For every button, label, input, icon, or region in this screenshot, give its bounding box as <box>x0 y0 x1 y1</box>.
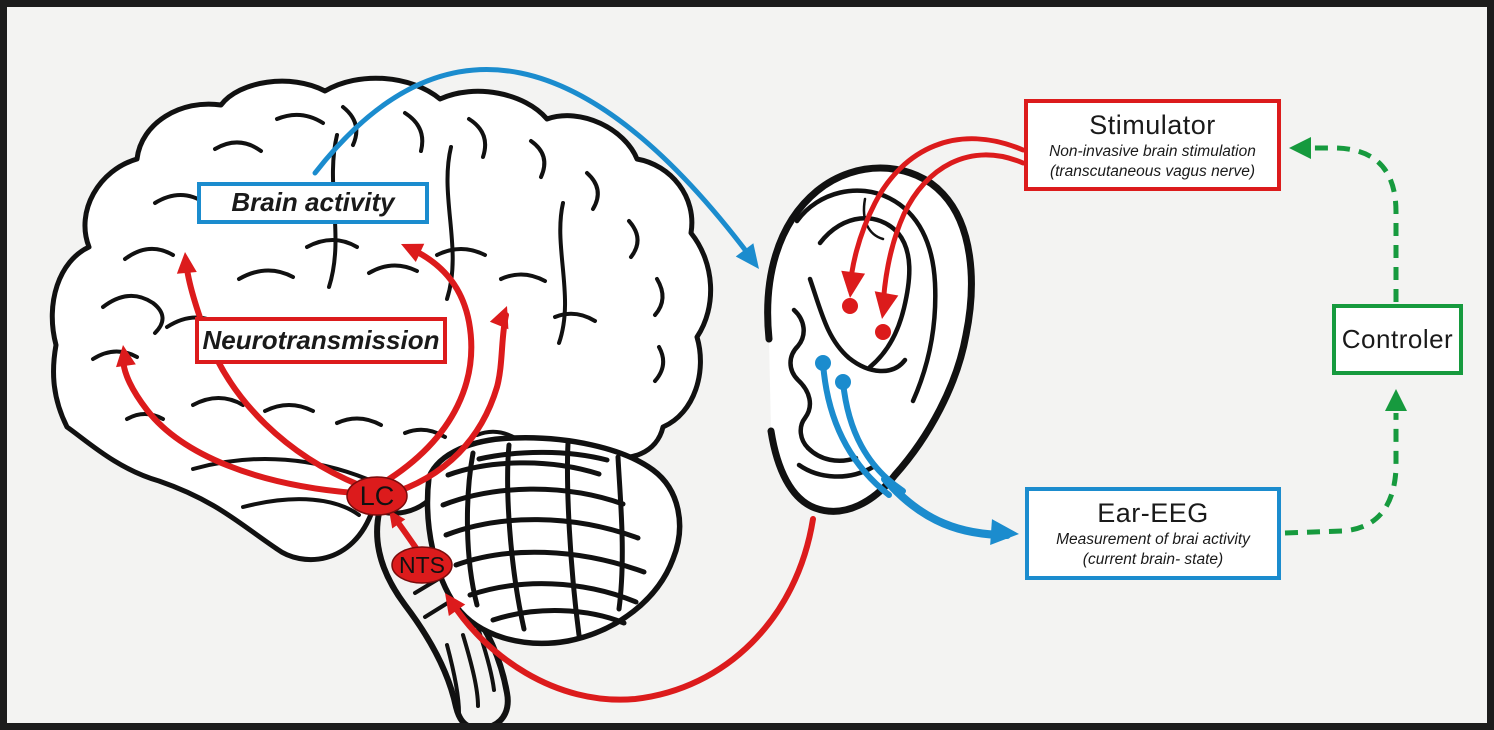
sulcus-line <box>263 403 315 413</box>
sulcus-line <box>125 412 165 421</box>
folia-line <box>445 460 602 478</box>
folia-line <box>505 442 527 632</box>
folia-line <box>467 581 639 605</box>
sulcus-line <box>627 219 640 259</box>
sulcus-line <box>499 272 547 283</box>
cerebellum <box>424 435 683 647</box>
sulcus-line <box>557 201 568 345</box>
controller-box: Controler <box>1332 304 1463 375</box>
eareeg-to-controller-arrow-path <box>1284 413 1399 536</box>
antihelix-line <box>817 216 912 370</box>
sulcus-line <box>529 139 547 179</box>
ear-outline <box>764 164 975 515</box>
controller-to-stimulator-arrow-path <box>1309 145 1399 302</box>
arrowhead <box>990 519 1019 546</box>
sulcus-line <box>341 105 359 147</box>
arrowhead <box>874 291 899 319</box>
controller-title: Controler <box>1341 323 1454 354</box>
stimulation-arrow-path <box>880 152 1026 312</box>
brainstem-striation <box>445 643 461 715</box>
lc-projection-arrow-path <box>380 245 475 486</box>
brain-activity-label: Brain activity <box>231 187 395 218</box>
sulcus-line <box>653 345 666 383</box>
control-loop-arrows <box>1284 137 1407 536</box>
arrowhead <box>401 243 425 262</box>
eeg-leads <box>820 360 1019 546</box>
brainstem-striation <box>475 623 496 692</box>
stimulator-title: Stimulator <box>1089 109 1216 140</box>
ear-to-eeg-arrow-path <box>881 475 1011 539</box>
stimulator-box: Stimulator Non-invasive brain stimulatio… <box>1024 99 1281 191</box>
cerebellum-folia <box>440 440 647 638</box>
sulcus-line <box>191 396 245 407</box>
stimulator-subtitle-line2: (transcutaneous vagus nerve) <box>1049 162 1256 180</box>
lc-nucleus <box>346 476 408 516</box>
helix-line <box>794 188 938 404</box>
stimulation-arrows <box>841 136 1026 319</box>
ear-to-nts-arrow-path <box>448 516 816 703</box>
sulcus-line <box>403 111 425 153</box>
sulcus-line <box>435 247 487 257</box>
lc-projection-arrow-path <box>120 350 358 496</box>
sulcus-line <box>241 497 361 517</box>
sulcus-line <box>305 238 359 249</box>
ear-eeg-box: Ear-EEG Measurement of brai activity (cu… <box>1025 487 1281 580</box>
ear-eeg-subtitle-line1: Measurement of brai activity <box>1056 531 1250 549</box>
tragus-line <box>788 307 813 451</box>
neurotransmission-box: Neurotransmission <box>195 317 447 364</box>
sulcus-line <box>553 311 597 323</box>
arrowhead <box>841 270 866 298</box>
ear-eeg-title: Ear-EEG <box>1097 498 1209 529</box>
sulcus-line <box>237 268 295 281</box>
eeg-lead-path <box>820 360 892 498</box>
arrowhead <box>389 510 406 529</box>
arrowhead <box>116 345 136 368</box>
nts-label: NTS <box>399 552 445 578</box>
folia-line <box>464 450 480 608</box>
sulcus-line <box>467 117 488 159</box>
folia-line <box>476 449 610 463</box>
ear-inner-lines <box>788 188 938 479</box>
folia-line <box>440 486 626 508</box>
stimulation-electrode-dot <box>842 298 858 314</box>
sulcus-line <box>101 294 165 335</box>
sulcus-line <box>91 349 139 361</box>
nts-nucleus <box>391 546 453 584</box>
ear-eeg-subtitle-line2: (current brain- state) <box>1082 551 1224 569</box>
sulcus-line <box>213 140 263 153</box>
brain-illustration: LC NTS <box>49 75 714 723</box>
sulcus-line <box>367 263 419 275</box>
folia-line <box>615 454 625 612</box>
folia-line <box>565 440 582 638</box>
arrowhead <box>735 243 759 269</box>
stimulation-arrow-path <box>847 136 1026 293</box>
stimulation-electrode-dot <box>875 324 891 340</box>
arrowhead <box>489 306 509 330</box>
stimulator-subtitle-line1: Non-invasive brain stimulation <box>1049 142 1256 160</box>
brain-activity-box: Brain activity <box>197 182 429 224</box>
lc-projection-arrow-path <box>384 312 509 498</box>
arrowhead <box>176 252 197 274</box>
arrowhead <box>445 593 466 616</box>
neurotransmission-label: Neurotransmission <box>202 324 440 355</box>
sulcus-line <box>191 457 369 481</box>
sulcus-line <box>335 416 383 427</box>
ear-illustration <box>764 164 975 515</box>
sulcus-line <box>653 277 665 317</box>
lc-label: LC <box>360 481 395 511</box>
brain-to-ear-arrow-path <box>312 67 758 266</box>
brainstem-edge <box>374 502 480 723</box>
sulcus-line <box>275 112 325 125</box>
folia-line <box>490 608 627 626</box>
brainstem-striation <box>461 633 480 708</box>
sulcus-line <box>585 171 600 211</box>
concha-line <box>807 276 908 374</box>
arrowhead <box>1385 389 1407 411</box>
arrowhead <box>1289 137 1311 159</box>
sulcus-line <box>123 247 175 261</box>
